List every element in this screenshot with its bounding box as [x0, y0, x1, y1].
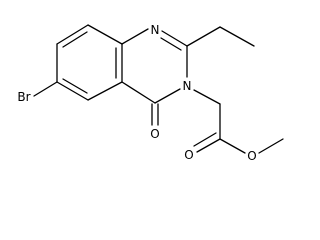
bond-n1-c2-outer — [161, 30, 188, 47]
bond-n1-c2-inner — [160, 37, 182, 51]
structure-diagram: Br N N O O O — [17, 23, 284, 163]
molecule-canvas: Br N N O O O — [17, 23, 284, 163]
ester-carbonyl-oxygen-label: O — [184, 148, 193, 162]
bond-cester-o-inner — [193, 132, 217, 147]
bromine-label: Br — [17, 90, 30, 104]
bond-c6-c5 — [56, 81, 89, 101]
ester-ether-oxygen-label: O — [247, 149, 256, 163]
bond-c8a-c8 — [87, 24, 123, 45]
carbonyl-oxygen-label: O — [150, 127, 159, 141]
nitrogen-3-label: N — [183, 79, 192, 93]
bond-c6-br — [33, 81, 58, 97]
pyrimidinone-ring — [121, 28, 188, 104]
bond-c2-ch2 — [186, 26, 221, 47]
ring-carbonyl — [151, 103, 159, 126]
bond-c4-c4a — [121, 81, 156, 104]
bond-c6-c5-inner — [62, 78, 88, 94]
bond-c8-c7-inner — [62, 31, 88, 48]
bond-cester-o-outer — [196, 138, 221, 153]
nitrogen-1-label: N — [151, 23, 160, 37]
bond-n3-ch2 — [193, 89, 221, 105]
bond-n3-c4 — [154, 88, 181, 104]
benzene-ring — [56, 24, 123, 101]
bond-c5-c4a — [87, 81, 123, 101]
bond-c8-c7 — [56, 24, 89, 45]
bond-ch2-ch3 — [219, 26, 255, 47]
bond-c8a-n1 — [121, 28, 149, 45]
ester-side-chain — [193, 89, 284, 154]
ethyl-group — [186, 26, 255, 47]
bond-cester-oether — [219, 138, 246, 154]
bond-oether-ch3 — [258, 138, 284, 154]
